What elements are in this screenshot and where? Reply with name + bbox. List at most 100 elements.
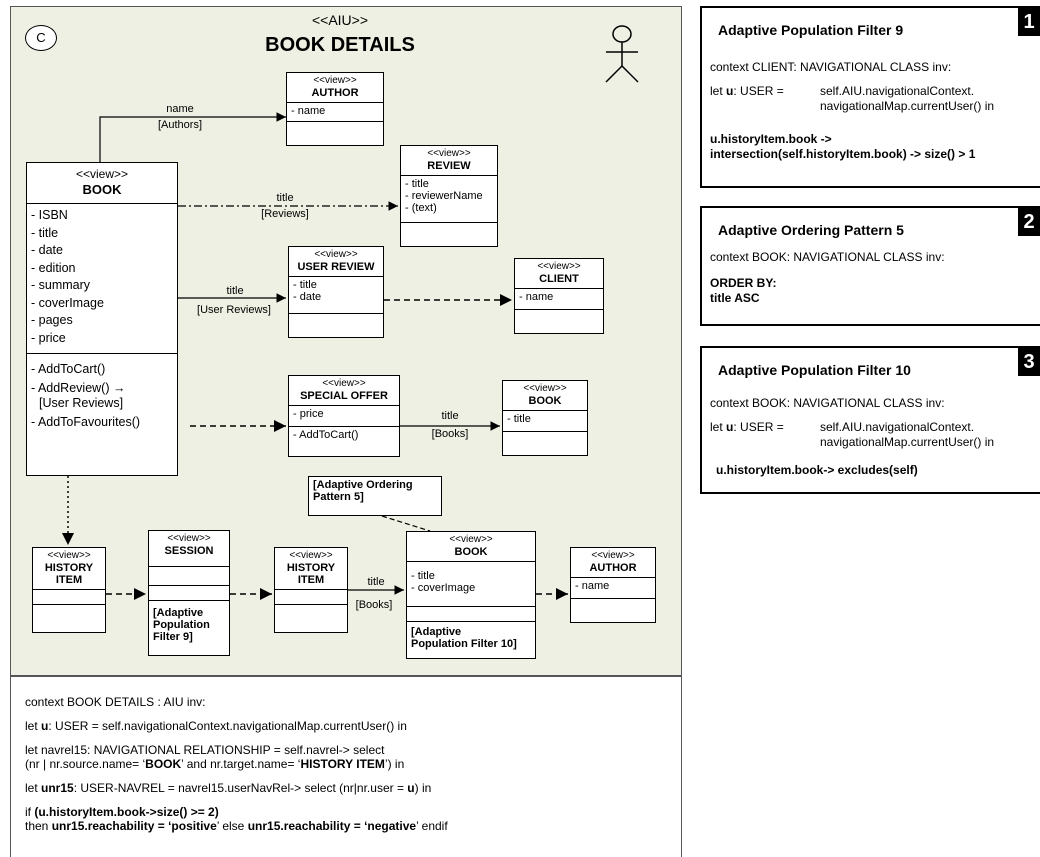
aiu-stereotype: <<AIU>>	[311, 12, 369, 28]
attr-date: - date	[293, 291, 322, 303]
class-name: SPECIAL OFFER	[300, 390, 388, 402]
class-author-bottom: <<view>>AUTHOR - name	[570, 547, 656, 623]
assoc-label-reviews: [Reviews]	[261, 208, 309, 220]
note-line: Filter 9]	[153, 631, 193, 643]
class-name: BOOK	[528, 395, 562, 407]
class-attributes: - title - reviewerName - (text)	[401, 176, 497, 223]
attr-title: - title	[31, 225, 59, 240]
ocl-context: context BOOK DETAILS : AIU inv:	[25, 695, 206, 709]
attr-coverimage: - coverImage	[31, 295, 104, 310]
op-add-to-cart: - AddToCart()	[31, 362, 106, 376]
rule-title: Adaptive Population Filter 9	[718, 22, 904, 38]
class-ops-empty	[401, 223, 497, 237]
attr-name: - name	[571, 578, 655, 599]
attr-title: - title	[411, 570, 435, 582]
attr-title: - title	[503, 411, 587, 432]
rule-number-badge: 2	[1018, 208, 1040, 236]
attr-summary: - summary	[31, 278, 91, 292]
ocl-then: then unr15.reachability = ‘positive’ els…	[25, 819, 448, 833]
ordering-pattern-note: [Adaptive Ordering Pattern 5]	[308, 476, 442, 516]
class-ops-empty	[503, 432, 587, 446]
attr-name: - name	[287, 103, 383, 122]
rule-let-expr-2: navigationalMap.currentUser() in	[820, 435, 995, 449]
class-ops-empty	[149, 586, 229, 601]
rule-box-population-filter-9: 1 Adaptive Population Filter 9 context C…	[700, 6, 1040, 188]
op-add-to-cart: - AddToCart()	[293, 429, 359, 441]
rule-let-expr-1: self.AIU.navigationalContext.	[820, 420, 975, 434]
rule-body-line-2: title ASC	[710, 291, 760, 305]
class-name: SESSION	[164, 545, 214, 557]
assoc-label-name: name	[166, 103, 194, 115]
rule-body-line-2: intersection(self.historyItem.book) -> s…	[710, 147, 976, 161]
session-filter-note: [Adaptive Population Filter 9]	[149, 601, 229, 645]
note-line: [Adaptive	[153, 607, 204, 619]
class-stereotype: <<view>>	[47, 550, 91, 561]
attr-title: - title	[293, 279, 317, 291]
rule-box-population-filter-10: 3 Adaptive Population Filter 10 context …	[700, 346, 1040, 494]
rule-body-line-1: u.historyItem.book ->	[710, 132, 832, 146]
ocl-navrel-select: (nr | nr.source.name= ‘BOOK’ and nr.targ…	[25, 757, 405, 771]
class-attrs-empty	[33, 590, 105, 605]
rule-body-line-1: u.historyItem.book-> excludes(self)	[716, 463, 918, 477]
note-line: [Adaptive	[411, 626, 462, 638]
class-ops-empty	[33, 605, 105, 619]
ocl-let-unr: let unr15: USER-NAVREL = navrel15.userNa…	[25, 781, 432, 795]
class-operations: - AddToCart() - AddReview() → [User Revi…	[27, 354, 177, 434]
class-name: BOOK	[82, 182, 122, 197]
class-ops-empty	[407, 607, 535, 622]
attr-price: - price	[289, 406, 399, 427]
assoc-label-title-user-reviews: title	[226, 285, 244, 297]
ocl-let-navrel: let navrel15: NAVIGATIONAL RELATIONSHIP …	[25, 743, 385, 757]
class-stereotype: <<view>>	[537, 261, 581, 272]
class-ops-empty	[571, 599, 655, 613]
attr-edition: - edition	[31, 260, 76, 275]
class-special-offer: <<view>>SPECIAL OFFER - price - AddToCar…	[288, 375, 400, 457]
attr-reviewer-name: - reviewerName	[405, 190, 483, 202]
class-stereotype: <<view>>	[289, 550, 333, 561]
rule-let: let u: USER =	[710, 420, 784, 434]
attr-cover-image: - coverImage	[411, 582, 476, 594]
class-name-line-2: ITEM	[297, 574, 325, 586]
class-stereotype: <<view>>	[523, 383, 567, 394]
note-line: Population	[153, 619, 210, 631]
class-attributes: - title - date	[289, 277, 383, 314]
class-name: AUTHOR	[311, 87, 359, 99]
rule-title: Adaptive Population Filter 10	[718, 362, 911, 378]
class-stereotype: <<view>>	[314, 249, 358, 260]
rule-context: context CLIENT: NAVIGATIONAL CLASS inv:	[710, 60, 952, 74]
class-name-line-1: HISTORY	[286, 562, 336, 574]
rule-number-badge: 3	[1018, 348, 1040, 376]
class-client: <<view>>CLIENT - name	[514, 258, 604, 334]
ocl-if: if (u.historyItem.book->size() >= 2)	[25, 805, 219, 819]
assoc-label-title-reviews: title	[276, 192, 294, 204]
op-add-review: - AddReview() →	[31, 381, 126, 395]
class-book-main: <<view>> BOOK - ISBN - title - date - ed…	[26, 162, 178, 476]
class-name-line-1: HISTORY	[44, 562, 94, 574]
class-attributes: - title - coverImage	[407, 562, 535, 607]
book-filter-note: [Adaptive Population Filter 10]	[407, 622, 535, 652]
rule-body-line-1: ORDER BY:	[710, 276, 777, 290]
rule-let: let u: USER =	[710, 84, 784, 98]
rule-number-badge: 1	[1018, 8, 1040, 36]
ocl-let-user: let u: USER = self.navigationalContext.n…	[25, 719, 407, 733]
class-stereotype: <<view>>	[591, 550, 635, 561]
class-name: AUTHOR	[589, 562, 637, 574]
rule-title: Adaptive Ordering Pattern 5	[718, 222, 904, 238]
note-line: [Adaptive Ordering	[313, 479, 413, 491]
assoc-label-title-books: title	[441, 410, 459, 422]
attr-text: - (text)	[405, 202, 437, 214]
class-author-top: <<view>>AUTHOR - name	[286, 72, 384, 146]
attr-title: - title	[405, 178, 429, 190]
class-stereotype: <<view>>	[449, 534, 493, 545]
ocl-constraint-panel: context BOOK DETAILS : AIU inv: let u: U…	[10, 676, 682, 857]
attr-isbn: - ISBN	[31, 208, 68, 222]
op-add-to-favourites: - AddToFavourites()	[31, 415, 141, 429]
attr-price: - price	[31, 330, 66, 345]
attr-name: - name	[515, 289, 603, 310]
class-session: <<view>>SESSION [Adaptive Population Fil…	[148, 530, 230, 656]
attr-date: - date	[31, 243, 63, 257]
class-name: REVIEW	[427, 160, 471, 172]
op-add-review-target: [User Reviews]	[39, 396, 124, 410]
